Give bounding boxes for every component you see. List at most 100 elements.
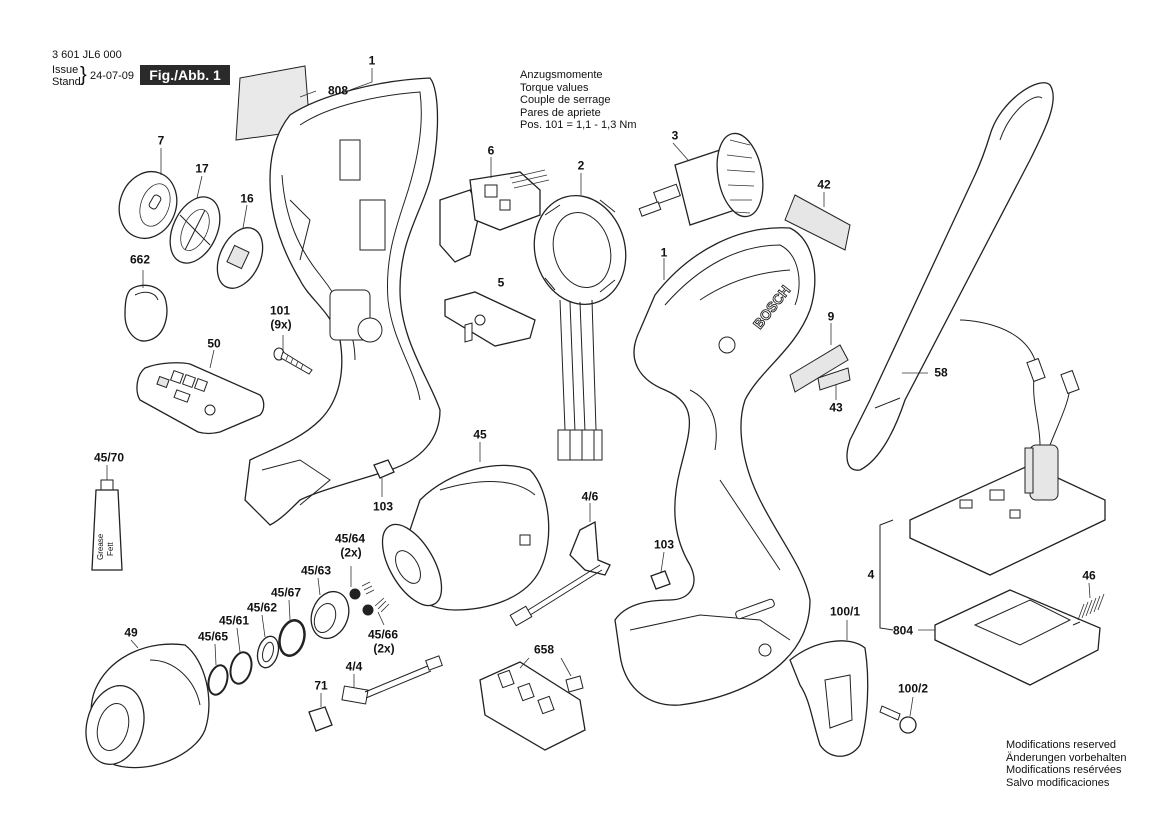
cap-71	[308, 706, 333, 732]
ring-45-65	[207, 664, 229, 696]
tube-text-grease: Grease	[96, 533, 105, 560]
sleeve-45-63	[310, 590, 350, 640]
nut-103-right	[650, 570, 671, 590]
ring-45-61	[229, 651, 253, 685]
modifications-note: Modifications reserved Änderungen vorbeh…	[1006, 739, 1126, 789]
part-label-6: 6	[487, 143, 495, 158]
part-label-45-63: 45/63	[300, 563, 332, 578]
cable-4-4	[341, 655, 443, 705]
part-label-45-66: 45/66	[367, 627, 399, 642]
washer-45-62	[256, 635, 280, 669]
electronics-disc-16	[216, 227, 264, 289]
leader-lines	[106, 68, 1091, 717]
part-label-804: 804	[892, 623, 914, 638]
tube-text-fett: Fett	[106, 541, 115, 556]
housing-left-half	[244, 77, 441, 526]
part-label-45-62: 45/62	[246, 600, 278, 615]
part-label-3: 3	[671, 128, 679, 143]
part-label-17: 17	[195, 161, 209, 176]
modifications-line: Änderungen vorbehalten	[1006, 751, 1127, 764]
part-label-101: 101	[269, 303, 291, 318]
part-label-45-66-qty: (2x)	[373, 641, 395, 656]
ball-45-64	[349, 581, 375, 600]
screw-101	[273, 347, 313, 375]
part-label-2: 2	[577, 158, 585, 173]
part-label-46: 46	[1082, 568, 1096, 583]
figure-label: Fig./Abb. 1	[140, 65, 230, 85]
bracket-cable-4-6	[509, 520, 611, 627]
torque-line: Anzugsmomente	[520, 69, 603, 81]
torque-line: Pos. 101 = 1,1 - 1,3 Nm	[520, 119, 637, 131]
torque-line: Couple de serrage	[520, 94, 611, 106]
modifications-line: Salvo modificaciones	[1006, 776, 1110, 789]
part-label-49: 49	[124, 625, 138, 640]
part-label-45: 45	[473, 427, 487, 442]
label-43	[817, 367, 851, 391]
ball-45-66	[362, 597, 390, 616]
part-label-103-right: 103	[653, 537, 675, 552]
part-label-4-6: 4/6	[581, 489, 599, 504]
cap-7	[118, 170, 178, 240]
rotor-3	[638, 132, 764, 226]
part-label-50: 50	[207, 336, 221, 351]
belt-clip-100-1	[789, 640, 869, 757]
housing-right-half	[614, 227, 816, 706]
part-label-808: 808	[327, 83, 349, 98]
keypad-50	[136, 362, 265, 435]
part-label-662: 662	[129, 252, 151, 267]
part-label-42: 42	[817, 177, 831, 192]
part-label-7: 7	[157, 133, 165, 148]
electronics-board-4	[909, 319, 1106, 576]
issue-date: 24-07-09	[90, 70, 135, 82]
part-label-45-70: 45/70	[93, 450, 125, 465]
document-number: 3 601 JL6 000	[52, 49, 122, 61]
part-label-16: 16	[240, 191, 254, 206]
gear-housing-45	[381, 464, 550, 611]
nose-cover-49	[85, 643, 210, 769]
group-bracket-4	[879, 519, 894, 631]
ring-17	[169, 196, 221, 264]
issue-brace: }	[80, 64, 87, 86]
label-42	[784, 194, 851, 251]
o-ring-45-67	[278, 619, 306, 657]
torque-line: Pares de apriete	[520, 106, 601, 119]
part-label-45-67: 45/67	[270, 585, 302, 600]
part-label-103-left: 103	[372, 499, 394, 514]
issue-label: Issue	[52, 64, 79, 76]
cap-662	[124, 284, 168, 342]
spring-46	[1072, 593, 1105, 626]
screw-100-2	[879, 705, 917, 734]
stator-2	[533, 194, 627, 461]
wrist-strap-58	[846, 82, 1054, 471]
part-label-45-65: 45/65	[197, 629, 229, 644]
part-label-45-64: 45/64	[334, 531, 366, 546]
grease-tube-45-70	[91, 479, 123, 571]
terminal-holder-658	[479, 661, 586, 751]
part-label-45-61: 45/61	[218, 613, 250, 628]
part-label-9: 9	[827, 309, 835, 324]
part-label-101-qty: (9x)	[270, 317, 292, 332]
part-label-1-right: 1	[660, 245, 668, 260]
part-label-4-4: 4/4	[345, 659, 363, 674]
modifications-line: Modifications reserved	[1006, 739, 1117, 751]
part-label-100-1: 100/1	[829, 604, 861, 619]
part-label-43: 43	[829, 400, 843, 415]
direction-switch-5	[444, 291, 536, 347]
part-label-45-64-qty: (2x)	[340, 545, 362, 560]
part-label-100-2: 100/2	[897, 681, 929, 696]
part-label-658: 658	[533, 642, 555, 657]
modifications-line: Modifications resérvées	[1006, 764, 1122, 776]
contact-plate-804	[934, 589, 1101, 686]
part-label-5: 5	[497, 275, 505, 290]
label-9	[789, 344, 849, 393]
torque-line: Torque values	[520, 81, 589, 94]
part-label-1-left: 1	[368, 53, 376, 68]
nut-103-left	[373, 459, 395, 479]
part-label-4: 4	[867, 567, 875, 582]
part-label-71: 71	[314, 678, 328, 693]
part-label-58: 58	[934, 365, 948, 380]
trigger-switch-6	[439, 169, 550, 263]
torque-note: Anzugsmomente Torque values Couple de se…	[520, 69, 636, 132]
stand-label: Stand	[52, 76, 81, 88]
